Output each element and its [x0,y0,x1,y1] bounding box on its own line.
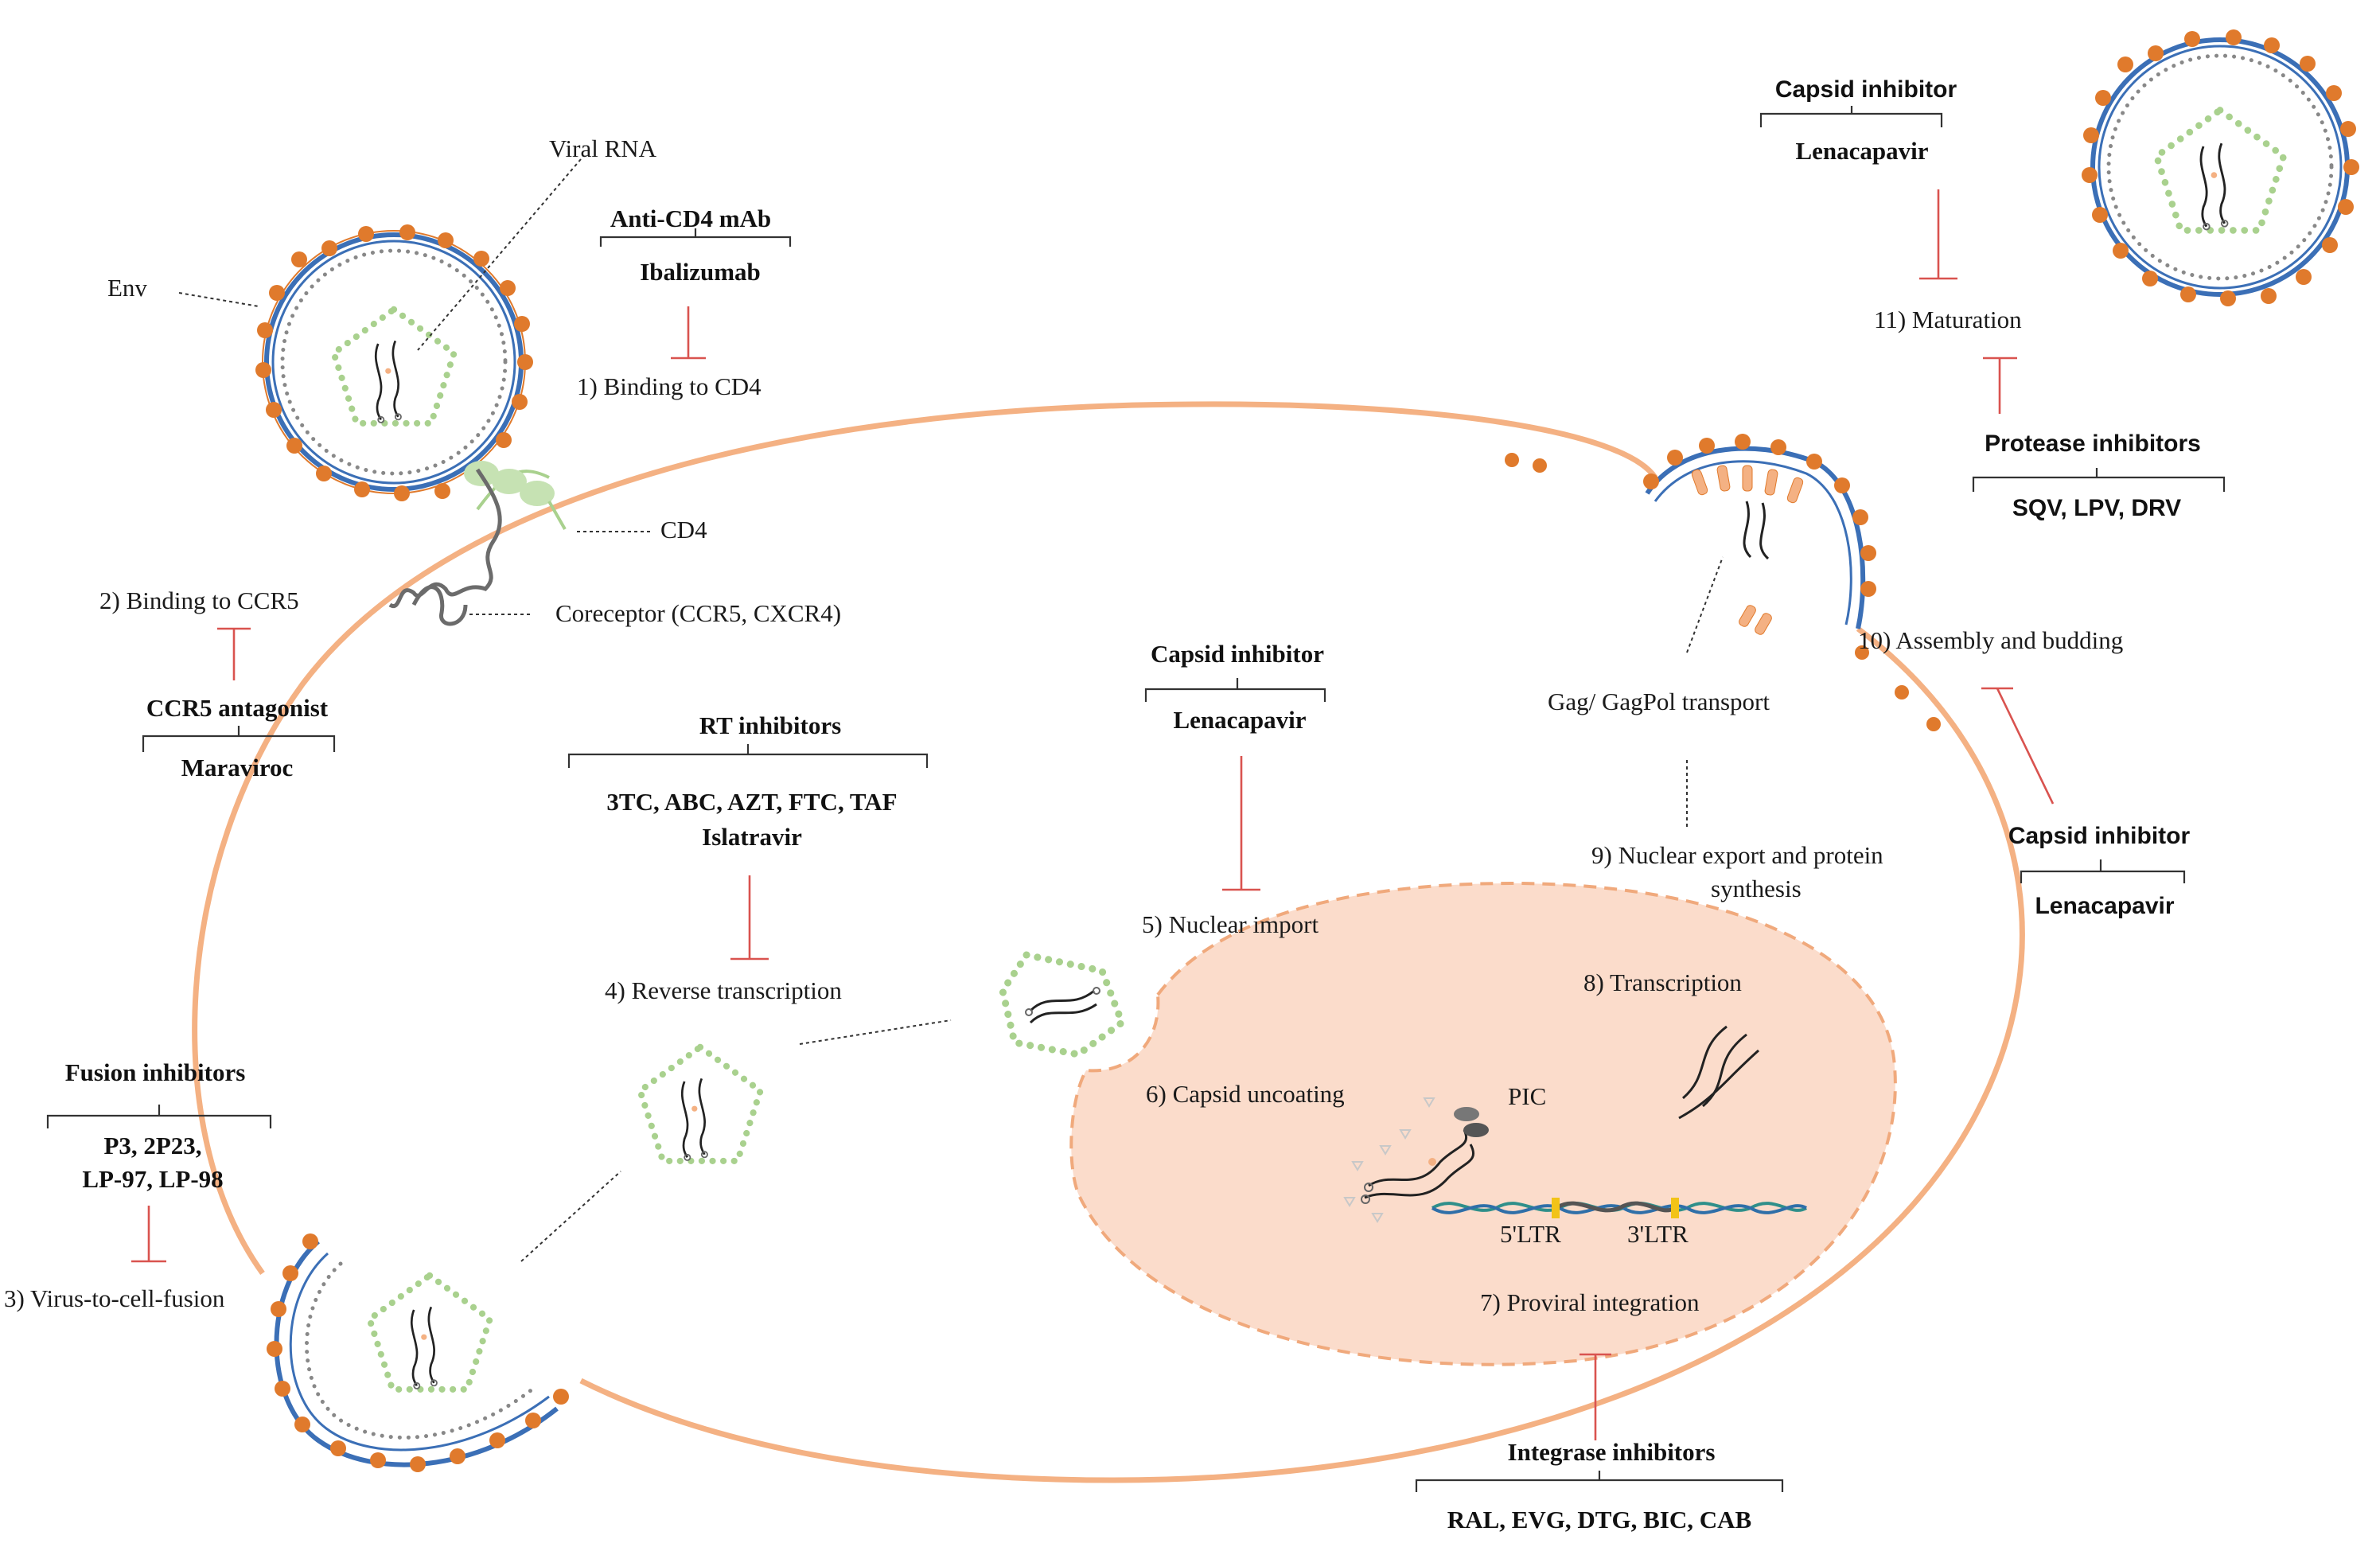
env-spikes-left [255,224,533,501]
svg-text:Capsid inhibitor: Capsid inhibitor [1151,640,1324,668]
coreceptor-label: Coreceptor (CCR5, CXCR4) [555,599,841,627]
svg-text:RT inhibitors: RT inhibitors [699,711,841,739]
pic-label: PIC [1508,1082,1546,1110]
svg-text:Capsid inhibitor: Capsid inhibitor [2008,823,2191,849]
svg-text:RAL, EVG, DTG, BIC, CAB: RAL, EVG, DTG, BIC, CAB [1447,1506,1751,1533]
svg-text:3TC, ABC, AZT, FTC, TAF: 3TC, ABC, AZT, FTC, TAF [606,788,897,816]
svg-text:P3, 2P23,: P3, 2P23, [103,1132,201,1159]
env-label: Env [107,274,147,302]
inhibitor-protease: Protease inhibitors SQV, LPV, DRV [1972,357,2226,521]
inhibitor-ccr5: CCR5 antagonist Maraviroc [142,627,336,781]
cytoplasmic-capsid [640,1047,760,1161]
free-virion-left [255,224,533,501]
step-7-label: 7) Proviral integration [1480,1288,1700,1316]
svg-text:Maraviroc: Maraviroc [181,754,294,781]
nucleus [1069,881,1897,1366]
cd4-label: CD4 [660,516,707,544]
proviral-dna [1431,1198,1808,1218]
inhibitor-capsid-maturation: Capsid inhibitor Lenacapavir [1759,76,1957,280]
host-cell [192,401,2025,1483]
cell-membrane [192,401,2025,1483]
step-3-label: 3) Virus-to-cell-fusion [4,1284,225,1312]
coreceptor [388,468,502,626]
inhibitor-capsid-import: Capsid inhibitor Lenacapavir [1144,640,1326,891]
step-5-label: 5) Nuclear import [1142,910,1319,938]
step-4-label: 4) Reverse transcription [605,976,842,1004]
svg-text:Protease inhibitors: Protease inhibitors [1985,431,2201,457]
inhibitor-capsid-budding: Capsid inhibitor Lenacapavir [1981,687,2191,919]
svg-text:Fusion inhibitors: Fusion inhibitors [65,1058,246,1086]
svg-text:CCR5 antagonist: CCR5 antagonist [146,694,329,722]
svg-text:SQV, LPV, DRV: SQV, LPV, DRV [2012,495,2181,521]
svg-text:LP-97, LP-98: LP-97, LP-98 [82,1165,223,1193]
step-9-label-line2: synthesis [1711,875,1802,902]
budding-virion [1505,434,1941,731]
inhibitor-integrase: Integrase inhibitors RAL, EVG, DTG, BIC,… [1415,1353,1784,1533]
step-8-label: 8) Transcription [1583,968,1742,996]
step-2-label: 2) Binding to CCR5 [99,586,299,614]
inhibitor-rt: RT inhibitors 3TC, ABC, AZT, FTC, TAF Is… [567,711,929,961]
svg-text:Lenacapavir: Lenacapavir [1173,706,1306,734]
uncoating-pic [1343,1097,1489,1223]
leader-lines [178,158,1724,1262]
fusing-virion [267,1233,569,1472]
step-11-label: 11) Maturation [1874,306,2022,333]
svg-text:Anti-CD4 mAb: Anti-CD4 mAb [610,205,771,232]
inhibitor-fusion: Fusion inhibitors P3, 2P23, LP-97, LP-98 [46,1058,272,1263]
ltr3-label: 3'LTR [1627,1220,1689,1248]
mature-virion [2082,29,2359,306]
ltr5-label: 5'LTR [1500,1220,1561,1248]
step-6-label: 6) Capsid uncoating [1146,1080,1345,1108]
inhibitor-anti-cd4: Anti-CD4 mAb Ibalizumab [599,205,792,360]
step-9-label-line1: 9) Nuclear export and protein [1591,841,1883,869]
gag-transport-label: Gag/ GagPol transport [1548,688,1770,715]
nucleus-envelope [1069,881,1897,1366]
svg-text:Ibalizumab: Ibalizumab [640,258,761,286]
step-10-label: 10) Assembly and budding [1858,626,2123,654]
svg-text:Lenacapavir: Lenacapavir [2035,893,2174,919]
svg-text:Islatravir: Islatravir [702,823,802,851]
viral-transcripts [1678,1025,1759,1120]
viral-rna-label: Viral RNA [549,134,657,162]
step-1-label: 1) Binding to CD4 [577,372,762,400]
docking-capsid [999,950,1127,1058]
svg-text:Capsid inhibitor: Capsid inhibitor [1775,76,1957,103]
svg-text:Lenacapavir: Lenacapavir [1795,137,1928,165]
svg-text:Integrase inhibitors: Integrase inhibitors [1508,1438,1716,1466]
